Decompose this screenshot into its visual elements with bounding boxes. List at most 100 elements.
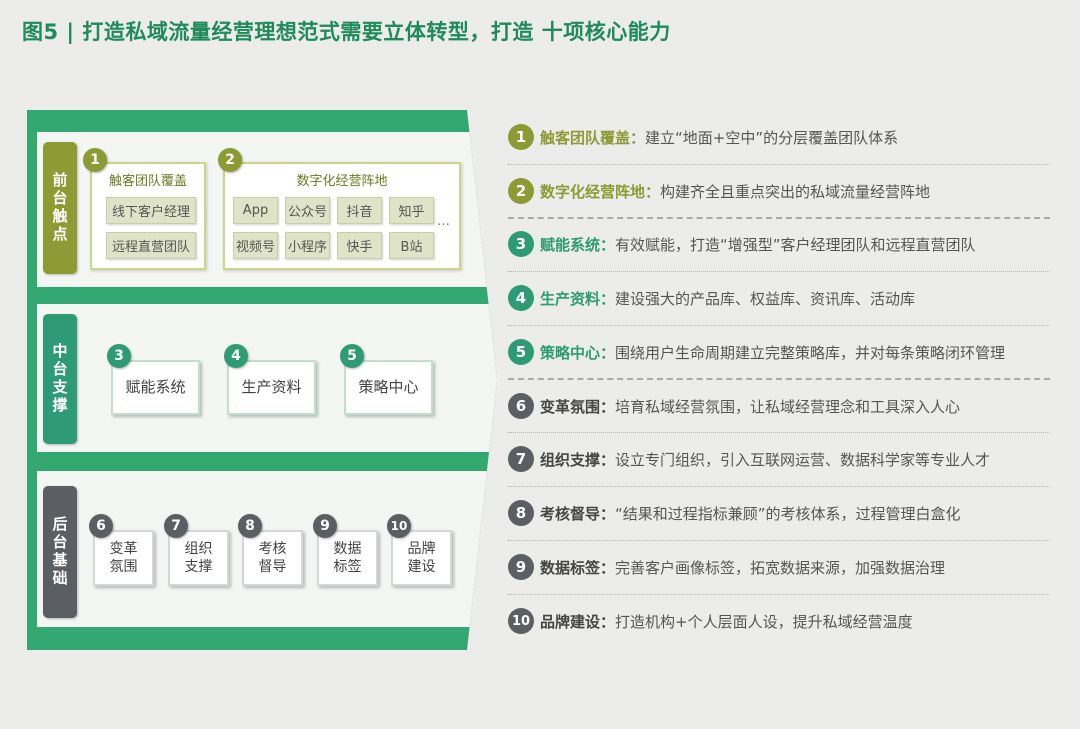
box-brand-building: 品牌建设 xyxy=(391,530,452,586)
item-desc: 培育私域经营氛围，让私域经营理念和工具深入人心 xyxy=(615,397,961,416)
item-head: 数据标签： xyxy=(540,558,616,577)
list-item: 7 组织支撑： 设立专门组织，引入互联网运营、数据科学家等专业人才 xyxy=(508,440,1050,478)
box-line: 考核 xyxy=(258,540,287,557)
box-line: 建设 xyxy=(407,559,436,575)
back-layer-label: 后台基础 xyxy=(43,486,77,618)
item-desc: 建设强大的产品库、权益库、资讯库、活动库 xyxy=(615,289,916,308)
item-number: 7 xyxy=(508,446,534,472)
item-head: 组织支撑： xyxy=(540,450,616,469)
badge-2: 2 xyxy=(218,148,242,172)
middle-layer-label: 中台支撑 xyxy=(43,314,77,444)
item-head: 品牌建设： xyxy=(540,612,616,631)
group-title: 数字化经营阵地 xyxy=(296,174,388,189)
chip-douyin: 抖音 xyxy=(337,197,382,224)
divider xyxy=(508,594,1050,595)
divider xyxy=(508,378,1050,380)
divider xyxy=(508,540,1050,541)
back-layer: 后台基础 变革氛围 6 组织支撑 7 考核督导 8 数据标签 9 品牌建设 10 xyxy=(37,471,492,627)
item-number: 2 xyxy=(508,178,534,204)
item-head: 考核督导： xyxy=(540,504,616,523)
box-text: 赋能系统 xyxy=(125,377,186,396)
chip-mini-program: 小程序 xyxy=(285,232,330,259)
box-text: 生产资料 xyxy=(241,377,302,396)
divider xyxy=(508,164,1050,165)
box-production-materials: 生产资料 xyxy=(227,360,316,415)
badge-3: 3 xyxy=(107,344,131,368)
box-org-support: 组织支撑 xyxy=(168,530,229,586)
box-data-tags: 数据标签 xyxy=(317,530,378,586)
capability-panel: 前台触点 触客团队覆盖 线下客户经理 远程直营团队 1 数字化经营阵地 App … xyxy=(27,110,497,650)
badge-7: 7 xyxy=(164,514,188,538)
item-head: 触客团队覆盖： xyxy=(540,128,646,147)
item-desc: 构建齐全且重点突出的私域流量经营阵地 xyxy=(660,182,931,201)
front-layer-label: 前台触点 xyxy=(43,142,77,274)
item-desc: 打造机构+个人层面人设，提升私域经营温度 xyxy=(615,612,913,631)
divider xyxy=(508,217,1050,219)
box-assessment: 考核督导 xyxy=(242,530,303,586)
box-line: 变革 xyxy=(109,540,138,557)
badge-5: 5 xyxy=(340,344,364,368)
item-desc: 完善客户画像标签，拓宽数据来源，加强数据治理 xyxy=(615,558,946,577)
item-number: 4 xyxy=(508,285,534,311)
badge-10: 10 xyxy=(387,514,411,538)
list-item: 8 考核督导： “结果和过程指标兼顾”的考核体系，过程管理白盒化 xyxy=(508,494,1050,532)
item-head: 变革氛围： xyxy=(540,397,616,416)
box-change-atmosphere: 变革氛围 xyxy=(93,530,154,586)
box-strategy-center: 策略中心 xyxy=(344,360,433,415)
badge-6: 6 xyxy=(89,514,113,538)
item-head: 数字化经营阵地： xyxy=(540,182,661,201)
divider xyxy=(508,432,1050,433)
box-line: 督导 xyxy=(258,559,287,575)
list-item: 3 赋能系统： 有效赋能，打造“增强型”客户经理团队和远程直营团队 xyxy=(508,225,1050,263)
box-line: 品牌 xyxy=(407,540,436,557)
chip-kuaishou: 快手 xyxy=(337,232,382,259)
list-item: 2 数字化经营阵地： 构建齐全且重点突出的私域流量经营阵地 xyxy=(508,172,1050,210)
item-number: 9 xyxy=(508,554,534,580)
chip-app: App xyxy=(233,197,278,224)
chip-channels: 视频号 xyxy=(233,232,278,259)
list-item: 5 策略中心： 围绕用户生命周期建立完整策略库，并对每条策略闭环管理 xyxy=(508,333,1050,371)
front-layer: 前台触点 触客团队覆盖 线下客户经理 远程直营团队 1 数字化经营阵地 App … xyxy=(37,132,492,287)
item-number: 8 xyxy=(508,500,534,526)
divider xyxy=(508,486,1050,487)
chip-wechat-official: 公众号 xyxy=(285,197,330,224)
box-line: 氛围 xyxy=(109,559,138,575)
badge-4: 4 xyxy=(224,344,248,368)
item-desc: 围绕用户生命周期建立完整策略库，并对每条策略闭环管理 xyxy=(615,343,1006,362)
item-number: 1 xyxy=(508,124,534,150)
badge-9: 9 xyxy=(313,514,337,538)
list-item: 9 数据标签： 完善客户画像标签，拓宽数据来源，加强数据治理 xyxy=(508,548,1050,586)
box-enablement-system: 赋能系统 xyxy=(111,360,200,415)
item-number: 6 xyxy=(508,393,534,419)
box-line: 数据 xyxy=(333,540,362,557)
list-item: 10 品牌建设： 打造机构+个人层面人设，提升私域经营温度 xyxy=(508,602,1050,640)
group-touch-team: 触客团队覆盖 线下客户经理 远程直营团队 xyxy=(90,162,206,270)
item-head: 赋能系统： xyxy=(540,235,616,254)
item-head: 生产资料： xyxy=(540,289,616,308)
badge-1: 1 xyxy=(83,148,107,172)
list-item: 1 触客团队覆盖： 建立“地面+空中”的分层覆盖团队体系 xyxy=(508,118,1050,156)
chip-remote-team: 远程直营团队 xyxy=(106,232,196,259)
chip-offline-manager: 线下客户经理 xyxy=(106,197,196,224)
chip-zhihu: 知乎 xyxy=(389,197,434,224)
divider xyxy=(508,325,1050,326)
page-title: 图5 | 打造私域流量经营理想范式需要立体转型，打造 十项核心能力 xyxy=(22,20,671,44)
item-number: 5 xyxy=(508,339,534,365)
middle-layer: 中台支撑 赋能系统 3 生产资料 4 策略中心 5 xyxy=(37,304,497,452)
box-line: 标签 xyxy=(333,559,362,575)
chip-bilibili: B站 xyxy=(389,232,434,259)
more-ellipsis: … xyxy=(437,214,450,229)
divider xyxy=(508,271,1050,272)
list-item: 6 变革氛围： 培育私域经营氛围，让私域经营理念和工具深入人心 xyxy=(508,387,1050,425)
group-title: 触客团队覆盖 xyxy=(108,174,187,189)
item-desc: 有效赋能，打造“增强型”客户经理团队和远程直营团队 xyxy=(615,235,976,254)
box-line: 支撑 xyxy=(184,559,213,575)
item-number: 10 xyxy=(508,608,534,634)
item-number: 3 xyxy=(508,231,534,257)
list-item: 4 生产资料： 建设强大的产品库、权益库、资讯库、活动库 xyxy=(508,279,1050,317)
box-text: 策略中心 xyxy=(358,377,419,396)
item-desc: 设立专门组织，引入互联网运营、数据科学家等专业人才 xyxy=(615,450,991,469)
badge-8: 8 xyxy=(238,514,262,538)
group-digital-channels: 数字化经营阵地 App 公众号 抖音 知乎 视频号 小程序 快手 B站 … xyxy=(223,162,461,270)
item-desc: “结果和过程指标兼顾”的考核体系，过程管理白盒化 xyxy=(615,504,961,523)
